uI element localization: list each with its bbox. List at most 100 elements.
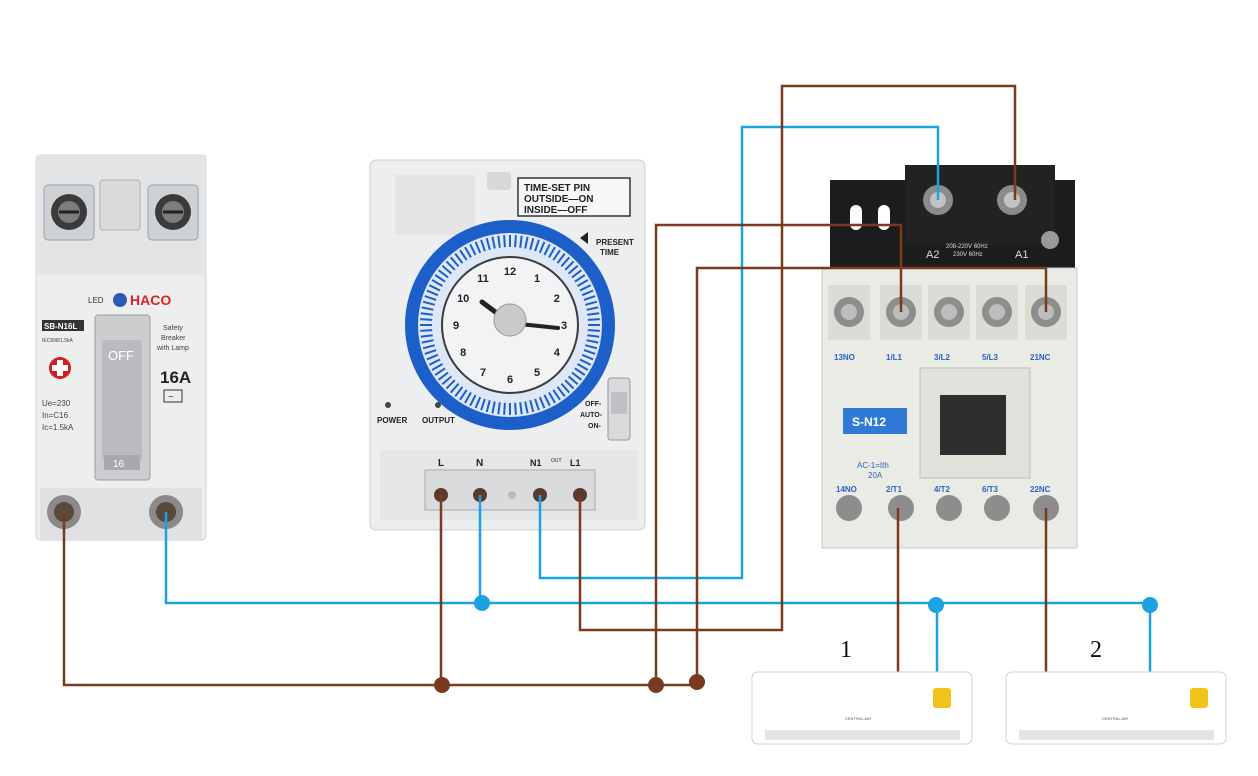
dial-pin[interactable] [428,358,441,366]
dial-pin[interactable] [428,284,441,292]
dial-pin[interactable] [577,279,589,287]
breaker-model: SB-N16L [44,322,77,331]
dial-pin[interactable] [449,256,460,268]
dial-pin[interactable] [441,264,453,275]
dial-pin[interactable] [564,260,575,271]
dial-pin[interactable] [548,392,556,404]
dial-pin[interactable] [564,379,575,390]
dial-pin[interactable] [519,402,523,415]
dial-pin[interactable] [587,312,600,316]
dial-pin[interactable] [424,295,437,301]
dial-pin[interactable] [420,318,433,321]
dial-pin[interactable] [514,235,517,248]
dial-pin[interactable] [586,339,599,344]
dial-pin[interactable] [431,363,443,371]
dial-pin[interactable] [548,246,556,258]
dial-pin[interactable] [420,334,433,338]
dial-pin[interactable] [543,243,551,256]
dial-pin[interactable] [514,402,517,415]
dial-pin[interactable] [464,246,472,258]
dial-pin[interactable] [556,252,566,264]
dial-pin[interactable] [524,236,529,249]
dial-pin[interactable] [485,237,491,250]
dial-pin[interactable] [587,318,600,321]
dial-pin[interactable] [431,279,443,287]
dial-pin[interactable] [454,386,464,398]
dial-pin[interactable] [434,367,446,376]
dial-pin[interactable] [579,358,592,366]
dial-pin[interactable] [585,300,598,306]
dial-pin[interactable] [583,349,596,355]
dial-pin[interactable] [426,353,439,361]
dial-pin[interactable] [560,256,571,268]
dial-pin[interactable] [420,312,433,316]
breaker-toggle-switch[interactable]: OFF 16 [94,314,151,481]
dial-pin[interactable] [567,375,579,386]
dial-pin[interactable] [449,382,460,394]
dial-pin[interactable] [491,236,496,249]
dial-pin[interactable] [437,371,449,381]
dial-pin[interactable] [529,237,535,250]
output-led [435,402,441,408]
dial-pin[interactable] [556,386,566,398]
dial-pin[interactable] [469,394,477,407]
dial-pin[interactable] [579,284,592,292]
dial-pin[interactable] [524,401,529,414]
dial-pin[interactable] [571,371,583,381]
dial-pin[interactable] [459,389,468,401]
dial-pin[interactable] [421,306,434,311]
dial-pin[interactable] [585,344,598,350]
dial-pin[interactable] [424,349,437,355]
dial-pin[interactable] [581,289,594,297]
top-terminal-row [828,285,1067,340]
dial-pin[interactable] [577,363,589,371]
dial-pin[interactable] [503,235,506,248]
dial-pin[interactable] [422,300,435,306]
dial-pin[interactable] [587,329,600,332]
dial-pin[interactable] [571,269,583,279]
dial-pin[interactable] [538,241,546,254]
dial-pin[interactable] [422,344,435,350]
dial-pin[interactable] [552,389,561,401]
dial-pin[interactable] [574,367,586,376]
dial-pin[interactable] [480,239,486,252]
dial-pin[interactable] [421,339,434,344]
dial-pin[interactable] [459,249,468,261]
dial-pin[interactable] [503,402,506,415]
dial-pin[interactable] [445,260,456,271]
dial-pin[interactable] [543,394,551,407]
dial-pin[interactable] [529,400,535,413]
dial-pin[interactable] [445,379,456,390]
dial-pin[interactable] [583,295,596,301]
dial-pin[interactable] [581,353,594,361]
dial-pin[interactable] [574,274,586,283]
dial-pin[interactable] [534,398,540,411]
dial-pin[interactable] [491,401,496,414]
dial-pin[interactable] [497,235,501,248]
dial-pin[interactable] [480,398,486,411]
dial-pin[interactable] [426,289,439,297]
dial-pin[interactable] [441,375,453,386]
dial-pin[interactable] [552,249,561,261]
dial-pin[interactable] [420,329,433,332]
dial-pin[interactable] [560,382,571,394]
dial-pin[interactable] [485,400,491,413]
dial-pin[interactable] [464,392,472,404]
dial-pin[interactable] [567,264,579,275]
dial-pin[interactable] [474,241,482,254]
dial-pin[interactable] [474,396,482,409]
dial-pin[interactable] [519,235,523,248]
dial-pin[interactable] [587,334,600,338]
dial-pin[interactable] [469,243,477,256]
dial-pin[interactable] [434,274,446,283]
dial-pin[interactable] [534,239,540,252]
dial-pin[interactable] [586,306,599,311]
dial-pin[interactable] [437,269,449,279]
dial-pin[interactable] [497,402,501,415]
timer-mode-switch[interactable] [607,377,631,441]
dial-pin[interactable] [454,252,464,264]
dial-pin[interactable] [538,396,546,409]
ac-unit-2: CENTRAL AIR 2 [1005,637,1227,745]
